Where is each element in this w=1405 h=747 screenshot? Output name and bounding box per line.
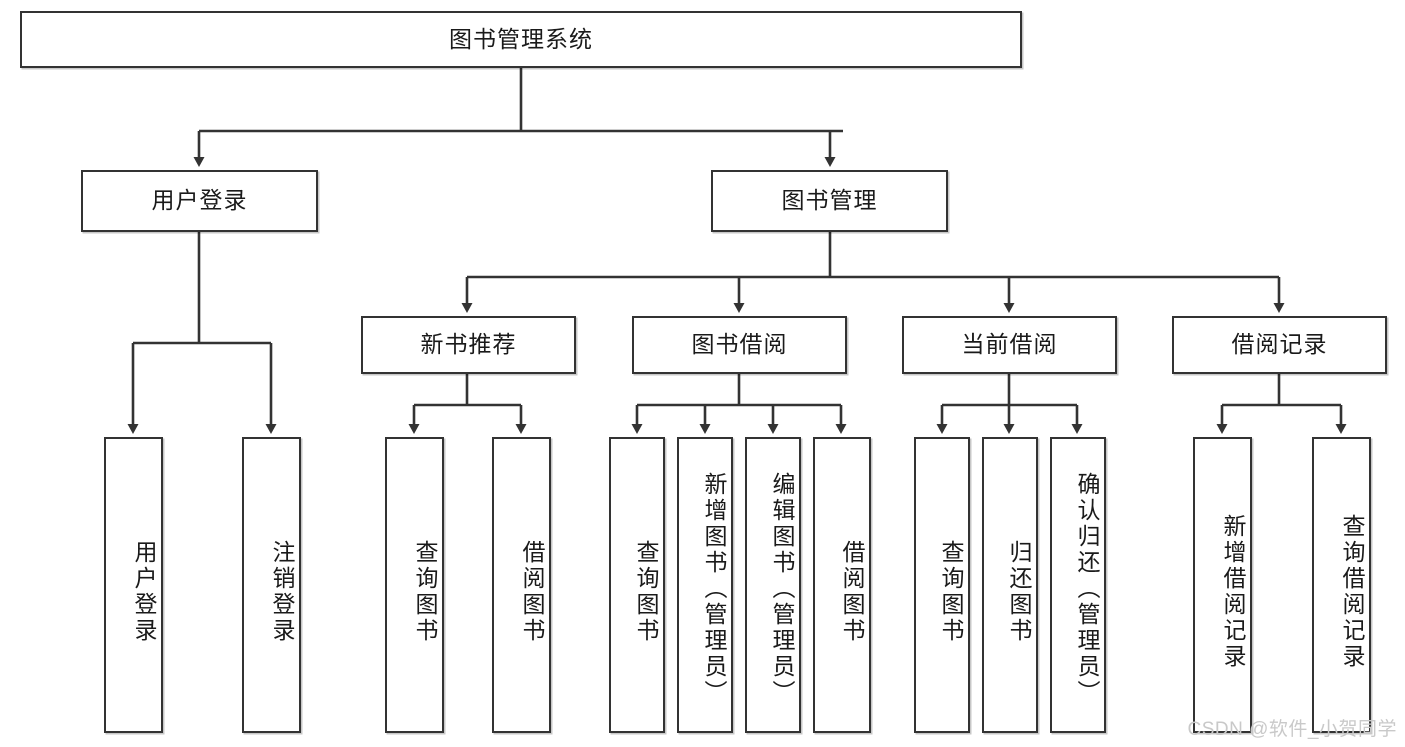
csdn-watermark: CSDN @软件_小贺同学 xyxy=(1187,719,1397,740)
node-label: 新增图书（管理员） xyxy=(701,472,727,706)
node-borrow-records[interactable]: 借阅记录 xyxy=(1172,316,1387,374)
node-book-management[interactable]: 图书管理 xyxy=(711,170,948,232)
node-label: 查询图书 xyxy=(412,540,438,644)
leaf-add-book-admin[interactable]: 新增图书（管理员） xyxy=(677,437,733,733)
node-label: 新增借阅记录 xyxy=(1220,514,1246,670)
leaf-borrow-book[interactable]: 借阅图书 xyxy=(813,437,871,733)
leaf-query-book-recommend[interactable]: 查询图书 xyxy=(385,437,444,733)
leaf-query-book-borrow[interactable]: 查询图书 xyxy=(609,437,665,733)
leaf-add-borrow-record[interactable]: 新增借阅记录 xyxy=(1193,437,1252,733)
node-label: 用户登录 xyxy=(131,540,157,644)
leaf-return-book[interactable]: 归还图书 xyxy=(982,437,1038,733)
leaf-borrow-book-recommend[interactable]: 借阅图书 xyxy=(492,437,551,733)
node-root-book-management-system[interactable]: 图书管理系统 xyxy=(20,11,1022,68)
node-label: 借阅图书 xyxy=(519,540,545,644)
node-new-book-recommend[interactable]: 新书推荐 xyxy=(361,316,576,374)
node-label: 查询图书 xyxy=(633,540,659,644)
node-label: 借阅图书 xyxy=(839,540,865,644)
leaf-logout-login[interactable]: 注销登录 xyxy=(242,437,301,733)
node-label: 查询借阅记录 xyxy=(1339,514,1365,670)
node-label: 新书推荐 xyxy=(420,331,517,358)
node-current-borrow[interactable]: 当前借阅 xyxy=(902,316,1117,374)
node-label: 编辑图书（管理员） xyxy=(769,472,795,706)
leaf-edit-book-admin[interactable]: 编辑图书（管理员） xyxy=(745,437,801,733)
node-label: 用户登录 xyxy=(151,187,248,214)
node-label: 图书管理系统 xyxy=(449,25,593,52)
node-label: 注销登录 xyxy=(269,540,295,644)
leaf-query-borrow-record[interactable]: 查询借阅记录 xyxy=(1312,437,1371,733)
leaf-confirm-return-admin[interactable]: 确认归还（管理员） xyxy=(1050,437,1106,733)
node-book-borrow[interactable]: 图书借阅 xyxy=(632,316,847,374)
node-label: 图书管理 xyxy=(781,187,878,214)
node-label: 查询图书 xyxy=(938,540,964,644)
node-label: 当前借阅 xyxy=(961,331,1058,358)
leaf-user-login[interactable]: 用户登录 xyxy=(104,437,163,733)
node-label: 归还图书 xyxy=(1006,540,1032,644)
node-user-login[interactable]: 用户登录 xyxy=(81,170,318,232)
node-label: 借阅记录 xyxy=(1231,331,1328,358)
node-label: 图书借阅 xyxy=(691,331,788,358)
leaf-query-book-current[interactable]: 查询图书 xyxy=(914,437,970,733)
node-label: 确认归还（管理员） xyxy=(1074,472,1100,706)
